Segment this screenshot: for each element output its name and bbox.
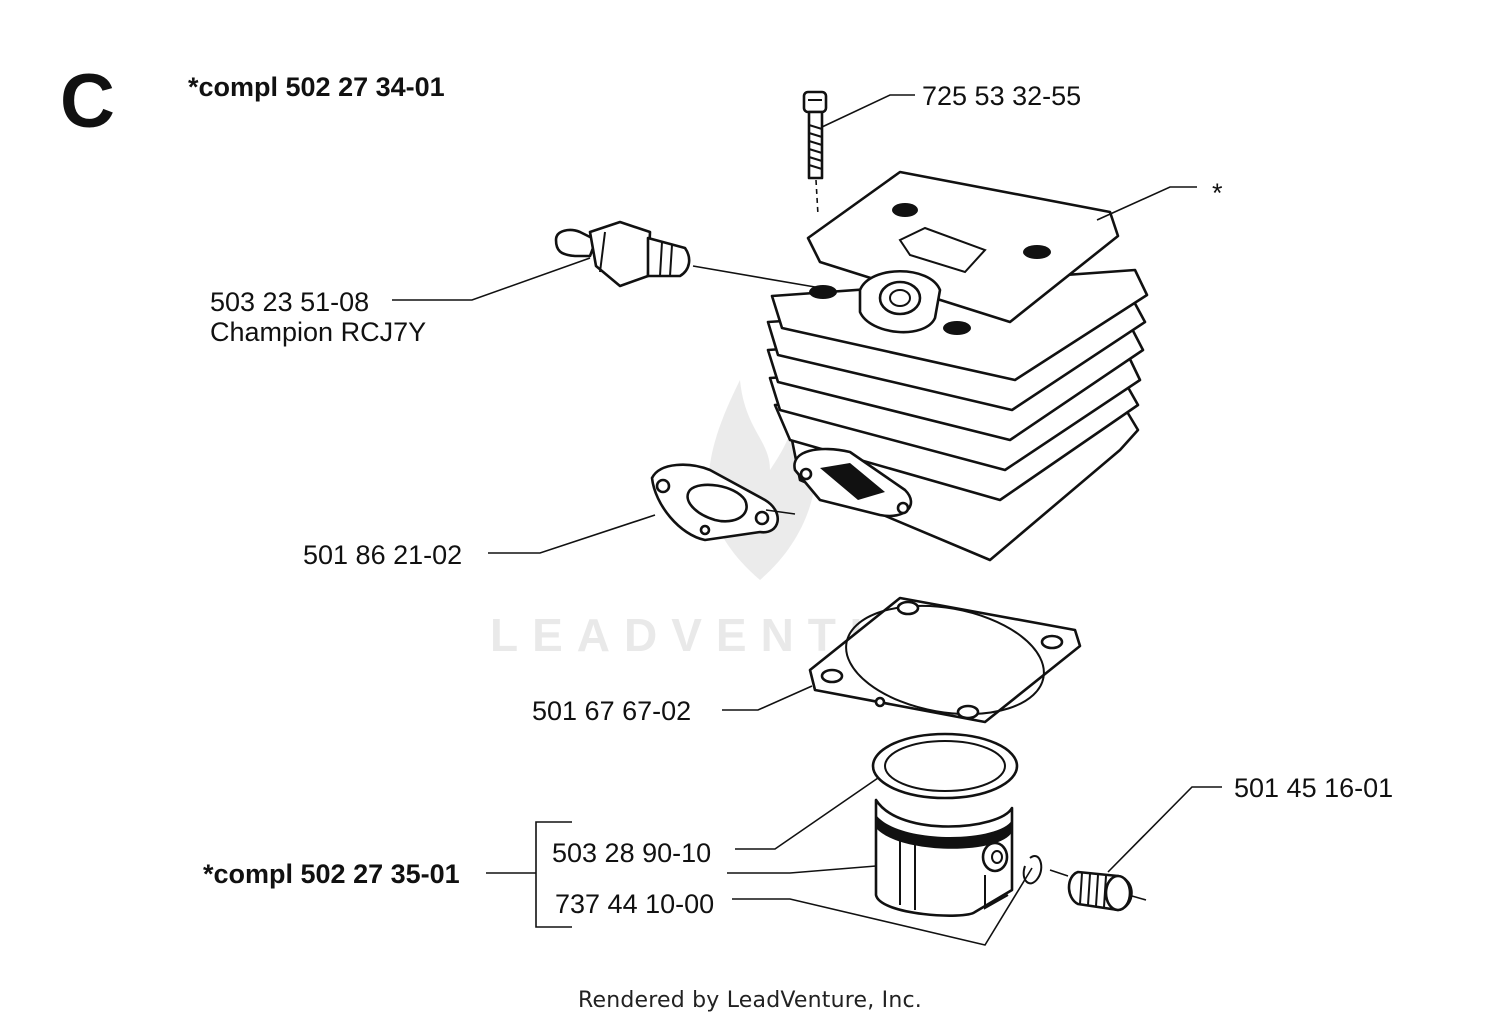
piston-part [871,732,1019,917]
circlip-part [1022,855,1043,885]
part-label-cylinder-gasket: 501 67 67-02 [532,696,692,726]
assembly-top-label: *compl 502 27 34-01 [188,72,445,102]
needle-bearing-part [1049,869,1147,912]
screw-part [802,90,828,216]
cylinder-gasket-part [808,596,1082,724]
part-label-screw: 725 53 32-55 [922,81,1082,111]
section-letter: C [60,59,115,144]
part-label-cylinder: * [1212,178,1223,208]
part-label-piston: 503 28 90-10 [552,838,712,868]
footer-credit: Rendered by LeadVenture, Inc. [578,988,922,1013]
part-label-spark-plug: 503 23 51-08 [210,287,370,317]
leader-lines [392,94,1222,946]
part-label-needle-bearing: 501 45 16-01 [1234,773,1394,803]
part-label-piston-pin: 737 44 10-00 [555,889,715,919]
muffler-gasket-part [650,463,780,542]
cylinder-part [766,170,1149,562]
spark-plug-part [554,220,691,288]
assembly-bottom-label: *compl 502 27 35-01 [203,859,460,889]
part-label-muffler-gasket: 501 86 21-02 [303,540,463,570]
part-sublabel-spark-plug: Champion RCJ7Y [210,317,427,347]
